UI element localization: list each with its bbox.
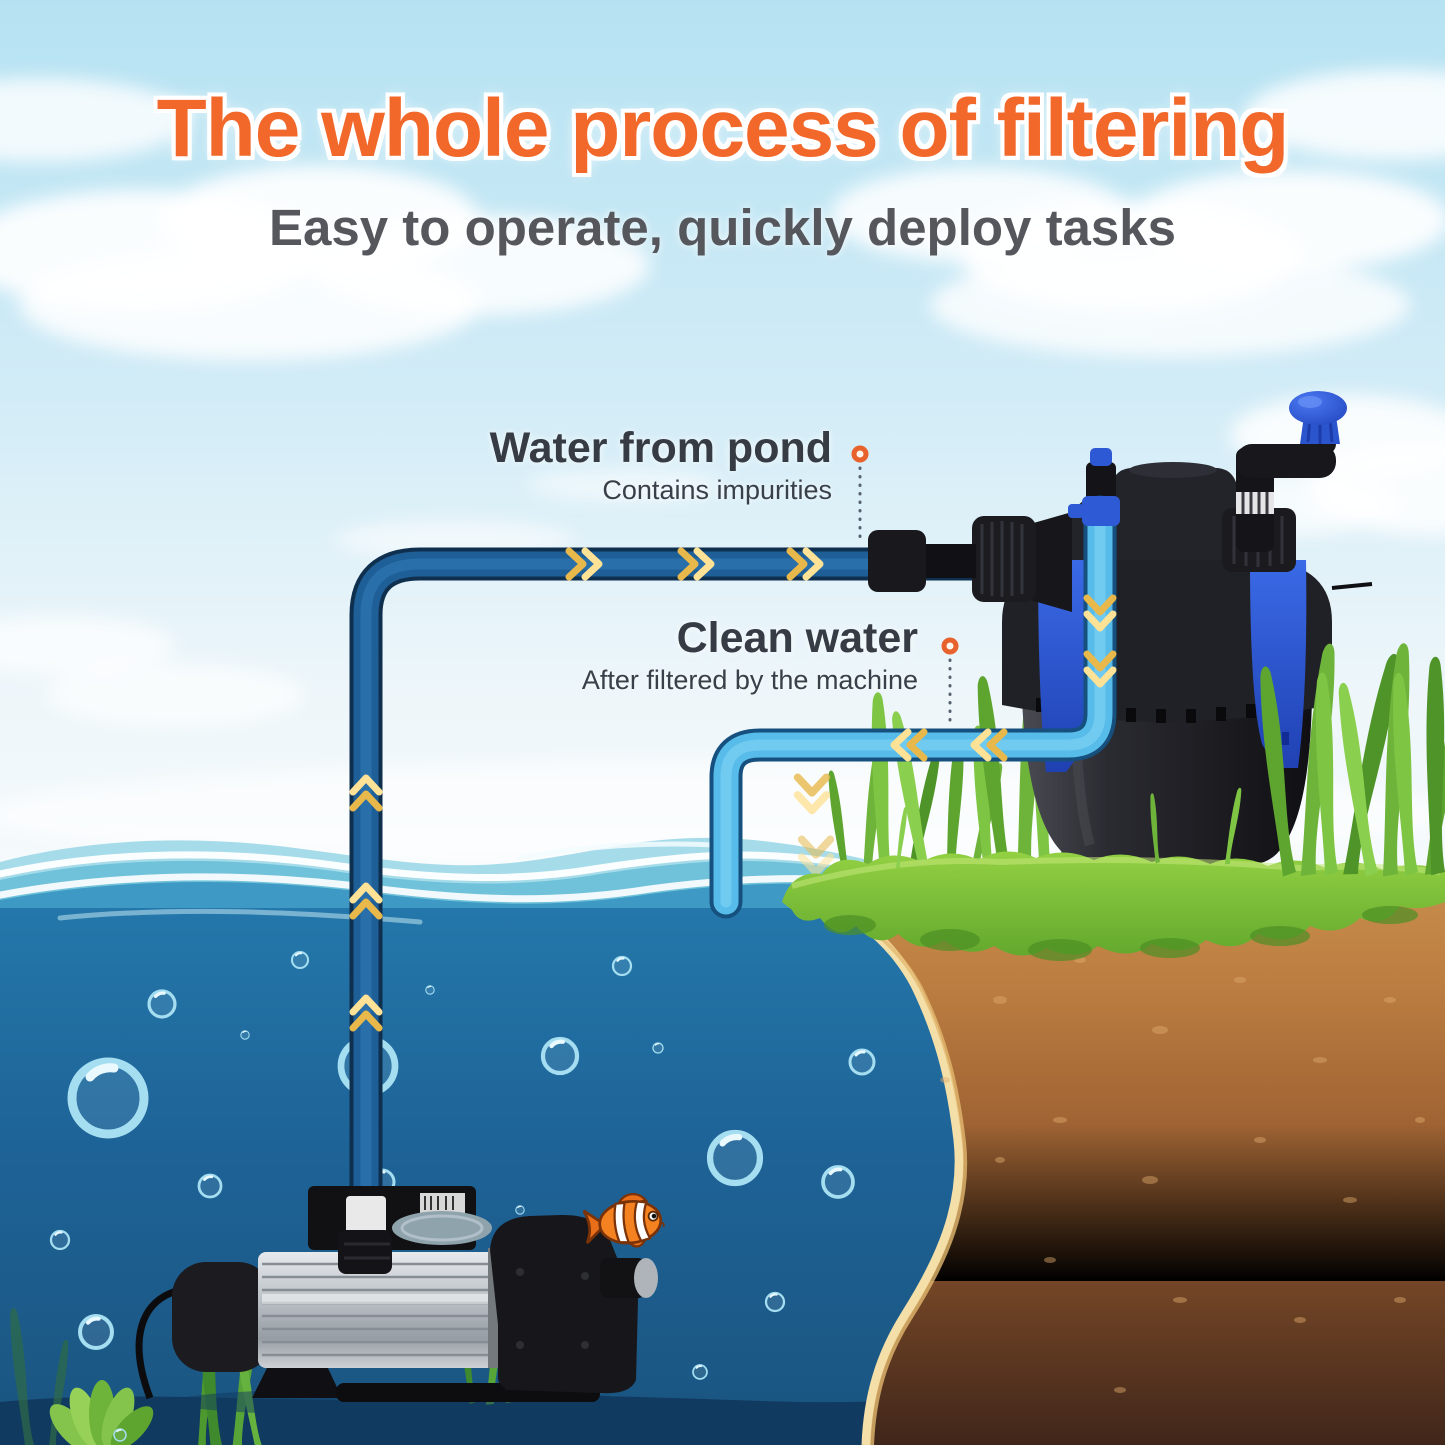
pump-outlet <box>600 1258 646 1298</box>
soil-cross-section <box>794 868 1445 1445</box>
motor-body <box>258 1252 502 1368</box>
clean-pipe-union <box>1082 496 1120 526</box>
crank-knob <box>1289 391 1347 425</box>
pump-head <box>490 1214 639 1394</box>
pump-inlet-coupling <box>338 1230 392 1274</box>
pond-water-pipe <box>349 547 1022 1252</box>
clownfish-front <box>582 1193 665 1248</box>
callout-clean-water-heading: Clean water <box>676 614 918 662</box>
callout-marker-pond <box>851 445 869 540</box>
callout-clean-water-description: After filtered by the machine <box>581 665 918 696</box>
page-title: The whole process of filtering <box>156 83 1290 174</box>
callout-pond-water: Water from pond Contains impurities <box>489 424 832 506</box>
level-indicator <box>1331 582 1373 590</box>
soil-speckles <box>940 957 1425 1393</box>
page-subtitle: Easy to operate, quickly deploy tasks <box>268 199 1177 256</box>
barcode-label <box>420 1193 465 1213</box>
vent-fitting <box>1086 448 1116 502</box>
power-cord <box>135 1286 181 1400</box>
sky <box>0 0 1445 905</box>
filter-inlet-coupling <box>868 512 1072 612</box>
motor-end-cap <box>172 1262 272 1372</box>
callout-pond-water-heading: Water from pond <box>489 424 832 472</box>
crank-handle <box>1236 391 1347 552</box>
callout-pond-water-description: Contains impurities <box>602 475 832 506</box>
callout-marker-clean <box>941 637 959 730</box>
callout-clean-water: Clean water After filtered by the machin… <box>581 614 918 696</box>
pump-inlet-sleeve <box>346 1196 386 1234</box>
pool-pump-unit <box>135 1186 658 1416</box>
